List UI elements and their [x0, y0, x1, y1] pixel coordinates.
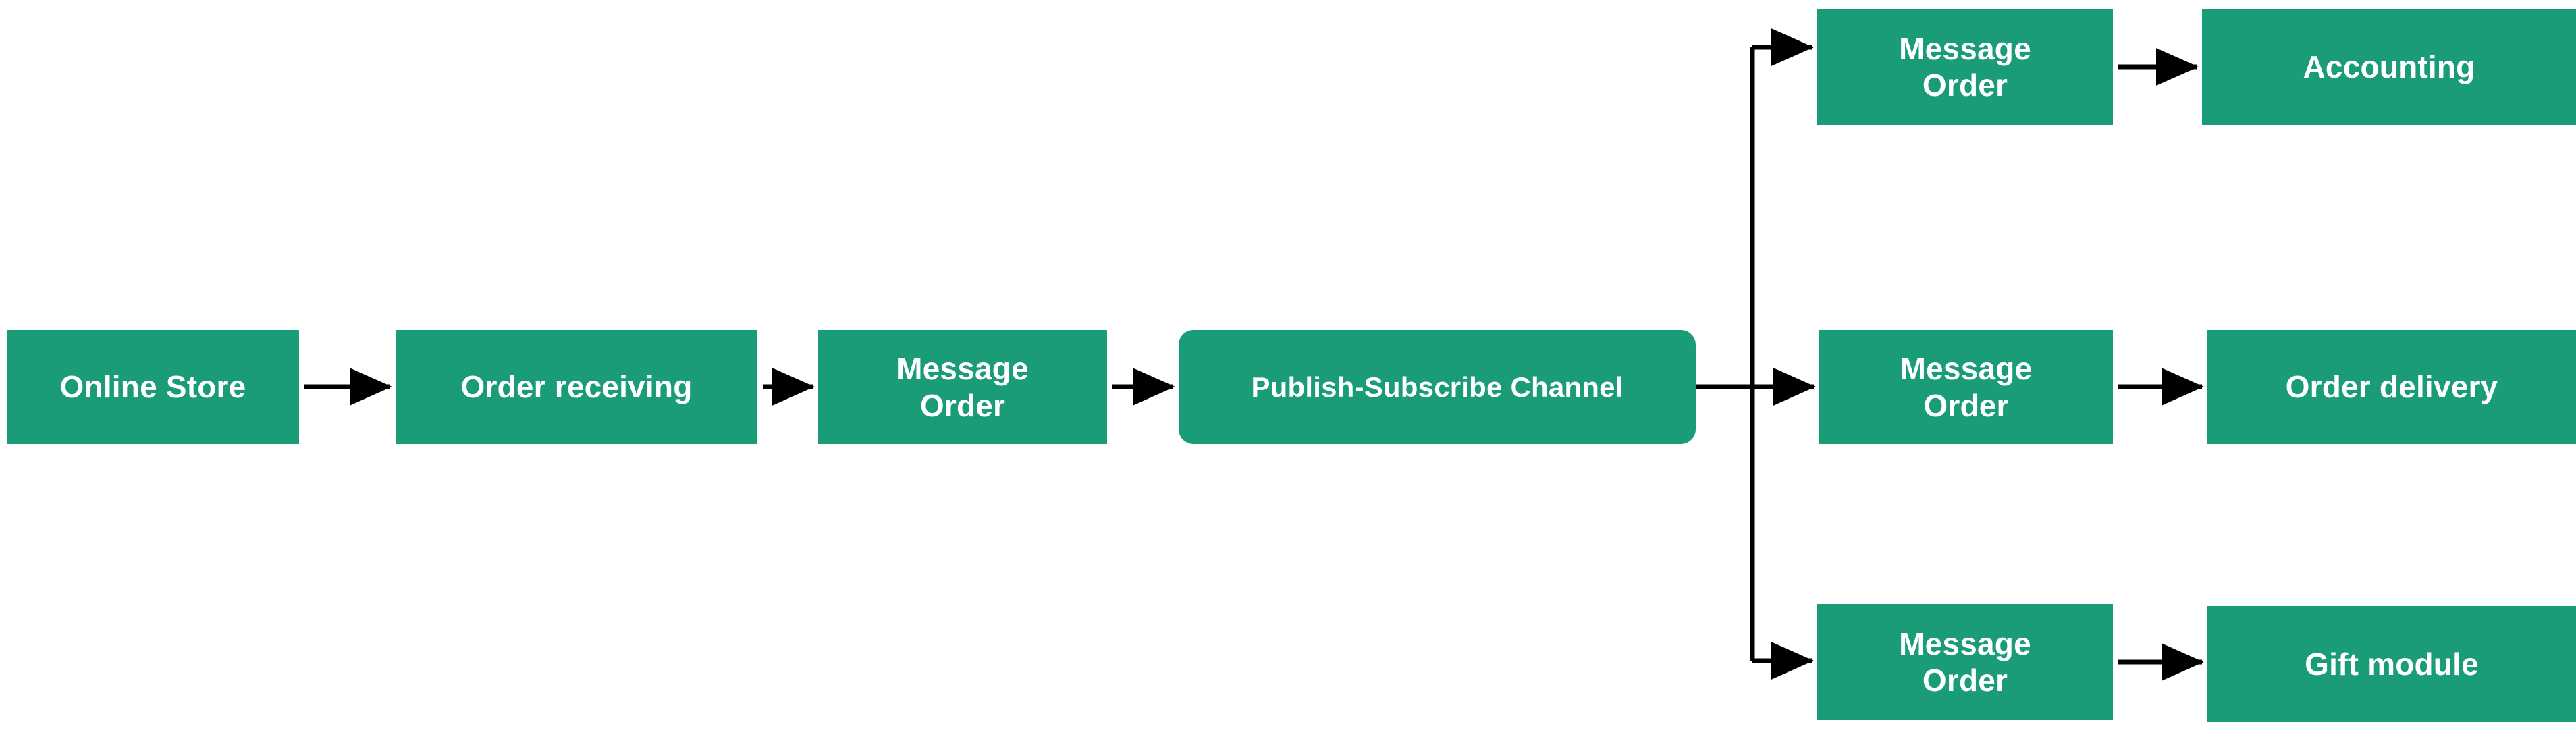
node-order-receiving[interactable]: Order receiving	[396, 330, 757, 444]
node-message-order-bot[interactable]: Message Order	[1817, 604, 2113, 720]
node-order-delivery[interactable]: Order delivery	[2207, 330, 2576, 444]
node-message-order-1[interactable]: Message Order	[818, 330, 1107, 444]
node-online-store[interactable]: Online Store	[7, 330, 299, 444]
node-gift-module[interactable]: Gift module	[2207, 606, 2576, 722]
node-publish-subscribe[interactable]: Publish-Subscribe Channel	[1179, 330, 1696, 444]
node-accounting[interactable]: Accounting	[2202, 9, 2576, 125]
node-message-order-top[interactable]: Message Order	[1817, 9, 2113, 125]
node-message-order-mid[interactable]: Message Order	[1819, 330, 2113, 444]
